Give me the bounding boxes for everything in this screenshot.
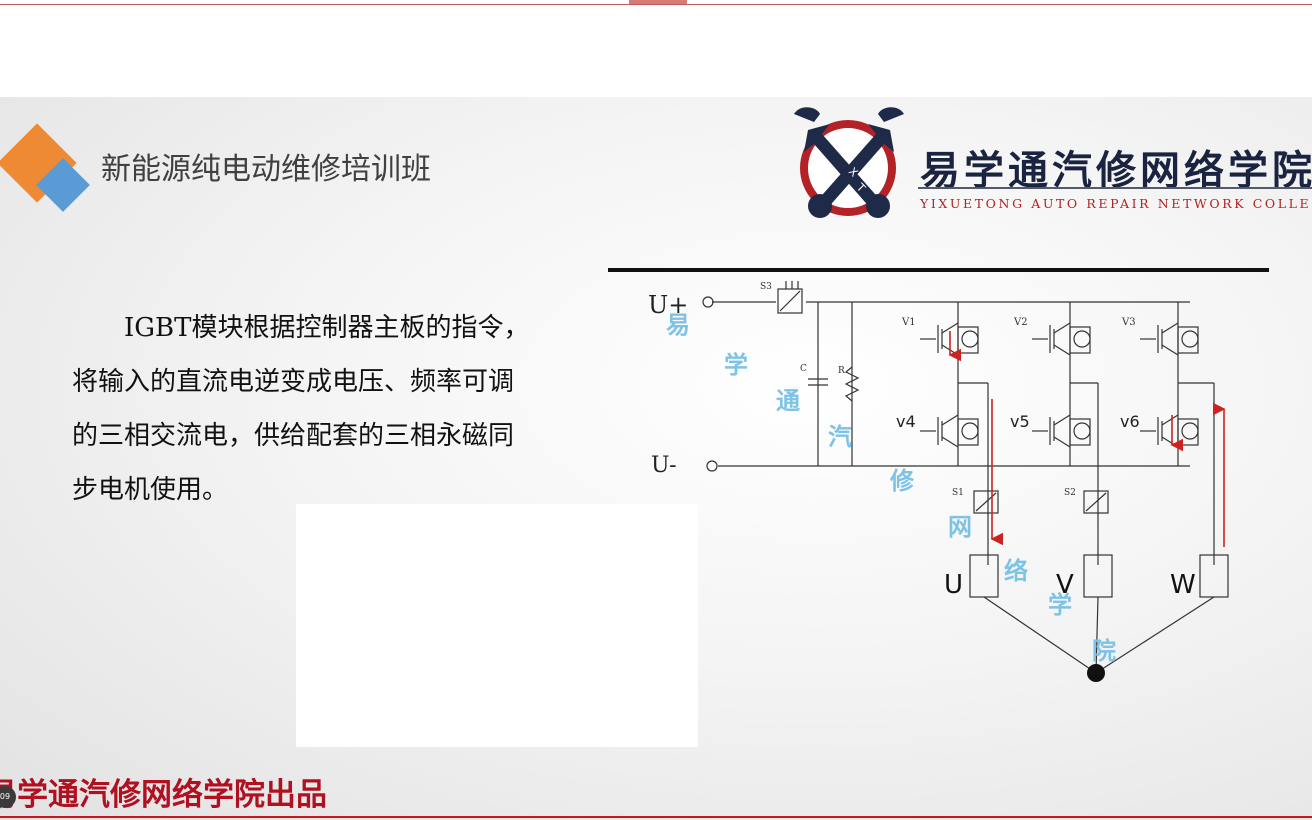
label-v1: V1 [901,317,916,328]
phase-w-label: W [1170,570,1196,600]
brand-logo: Y X T 易学通汽修网络学院 YIXUETONG AUTO REPAIR NE… [786,100,1312,225]
slide-title: 新能源纯电动维修培训班 [101,152,431,187]
section-divider [608,268,1269,272]
watermark-char-9: 院 [1092,637,1116,665]
label-s1: S1 [952,488,964,498]
terminal-positive: U+ [648,291,688,319]
label-s2: S2 [1064,488,1076,498]
logo-rule [918,187,1312,189]
phase-u-label: U [944,570,963,600]
label-resistor: R [838,366,845,376]
terminal-negative: U- [651,453,677,478]
watermark-char-4: 汽 [828,423,852,451]
top-tab-marker[interactable] [629,0,687,4]
watermark-char-3: 通 [776,387,800,415]
label-v4: v4 [896,412,916,431]
label-v2: V2 [1013,317,1028,328]
label-v5: v5 [1010,412,1030,431]
label-capacitor: C [800,364,807,374]
top-bar [0,0,1312,97]
watermark-char-5: 修 [889,467,915,495]
watermark-char-2: 学 [724,351,748,379]
watermark-char-7: 络 [1004,557,1028,585]
watermark-char-6: 网 [948,513,972,541]
top-divider-line [0,4,1312,5]
inverter-circuit-diagram: U+ U- S3 C R [648,281,1229,682]
wrench-emblem-icon: Y X T [794,107,904,218]
corner-badge[interactable]: 09 [0,786,16,808]
logo-name-cn: 易学通汽修网络学院 [920,147,1312,194]
phase-v-label: V [1056,570,1074,600]
footer-line [0,816,1312,818]
label-v3: V3 [1121,317,1136,328]
label-v6: v6 [1120,412,1140,431]
blank-placeholder-box [296,504,698,747]
watermark-char-1: 易 [666,311,690,339]
logo-name-en: YIXUETONG AUTO REPAIR NETWORK COLLEGE [920,196,1312,211]
watermark-char-8: 学 [1048,591,1072,619]
footer-credit: 易学通汽修网络学院出品 [0,777,327,813]
label-s3: S3 [760,282,772,292]
body-paragraph: IGBT模块根据控制器主板的指令，将输入的直流电逆变成电压、频率可调的三相交流电… [72,313,530,505]
